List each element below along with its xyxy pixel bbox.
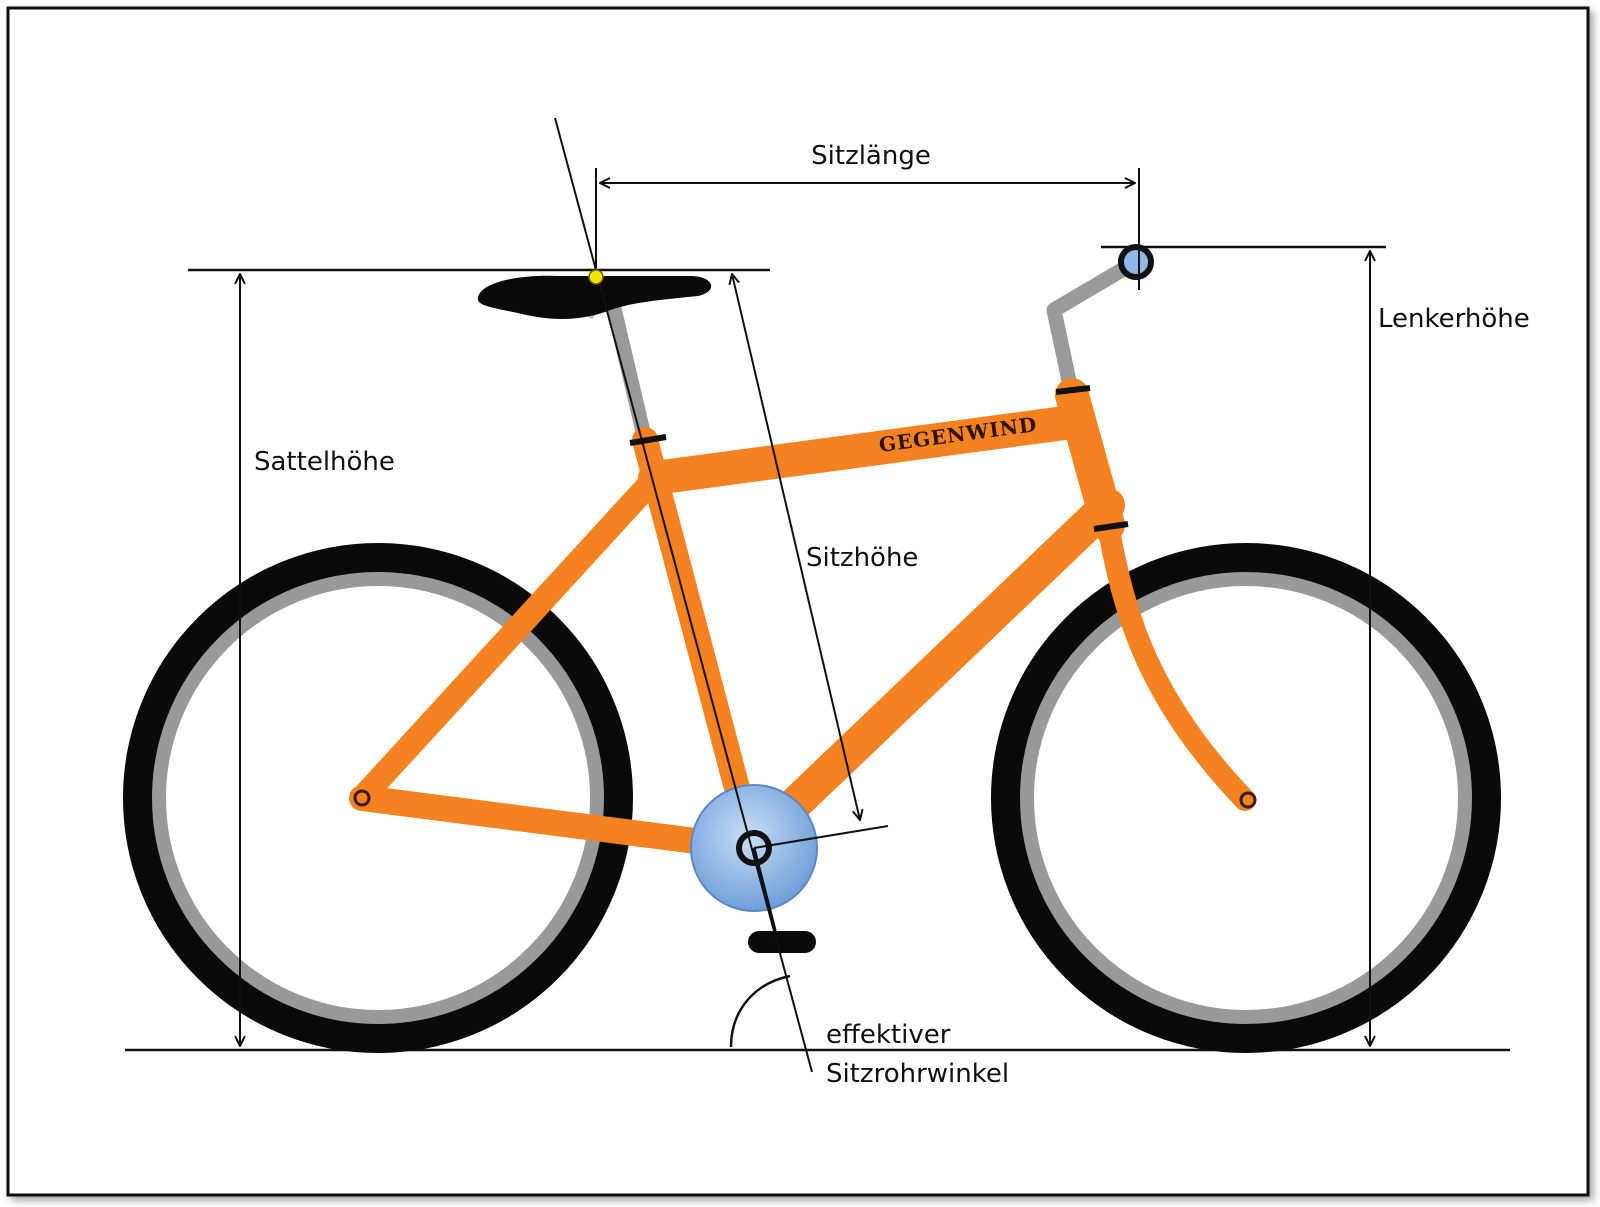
crank-arm [752, 847, 780, 943]
chain-stay [349, 785, 763, 861]
label-sitzlaenge: Sitzlänge [811, 141, 931, 171]
front-wheel [991, 543, 1501, 1053]
fork [1097, 514, 1256, 811]
bottom-bracket-axle [736, 830, 772, 866]
seat-post [604, 298, 653, 442]
seat-stay [350, 466, 667, 810]
front-dropout [1239, 791, 1257, 809]
label-lenkerhoehe: Lenkerhöhe [1378, 304, 1530, 334]
seat-angle-arc [729, 974, 791, 1048]
seat-clamp [629, 434, 667, 446]
headset-top [1055, 385, 1091, 395]
crank-reference-line [753, 825, 889, 849]
pedal [748, 931, 816, 953]
handlebar-stem [1046, 257, 1136, 397]
label-angle-line2: Sitzrohrwinkel [826, 1059, 1009, 1089]
label-angle-line1: effektiver [826, 1020, 951, 1050]
handlebar-end [1118, 244, 1154, 280]
rear-wheel [123, 543, 633, 1053]
sitzhoehe-dimension [732, 274, 860, 820]
saddle [477, 275, 712, 319]
head-tube [1055, 378, 1125, 542]
headset-bottom [1093, 521, 1129, 532]
label-sitzhoehe: Sitzhöhe [806, 543, 918, 573]
saddle-reference-point [588, 269, 604, 285]
rear-dropout [353, 789, 371, 807]
label-sattelhoehe: Sattelhöhe [254, 447, 395, 477]
